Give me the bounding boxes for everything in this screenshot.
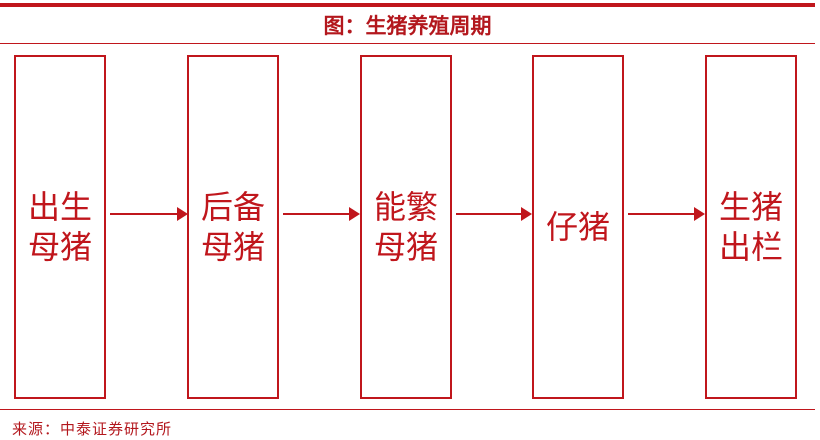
arrow-4 bbox=[628, 207, 705, 221]
stage-label: 仔猪 bbox=[545, 208, 610, 246]
arrow-2 bbox=[283, 207, 360, 221]
stage-box-3: 能繁母猪 bbox=[360, 55, 452, 399]
source-note: 来源：中泰证券研究所 bbox=[12, 420, 173, 438]
top-rule bbox=[0, 3, 815, 7]
arrow-3 bbox=[456, 207, 532, 221]
stage-box-5: 生猪出栏 bbox=[705, 55, 797, 399]
stage-label: 后备母猪 bbox=[200, 188, 265, 266]
figure-title: 图：生猪养殖周期 bbox=[323, 13, 492, 38]
arrow-1 bbox=[110, 207, 188, 221]
title-rule bbox=[0, 43, 815, 44]
stage-box-2: 后备母猪 bbox=[187, 55, 279, 399]
bottom-rule bbox=[0, 409, 815, 410]
stage-box-1: 出生母猪 bbox=[14, 55, 106, 399]
stage-label: 出生母猪 bbox=[27, 188, 92, 266]
stage-label: 生猪出栏 bbox=[718, 188, 783, 266]
stage-box-4: 仔猪 bbox=[532, 55, 624, 399]
stage-label: 能繁母猪 bbox=[373, 188, 438, 266]
